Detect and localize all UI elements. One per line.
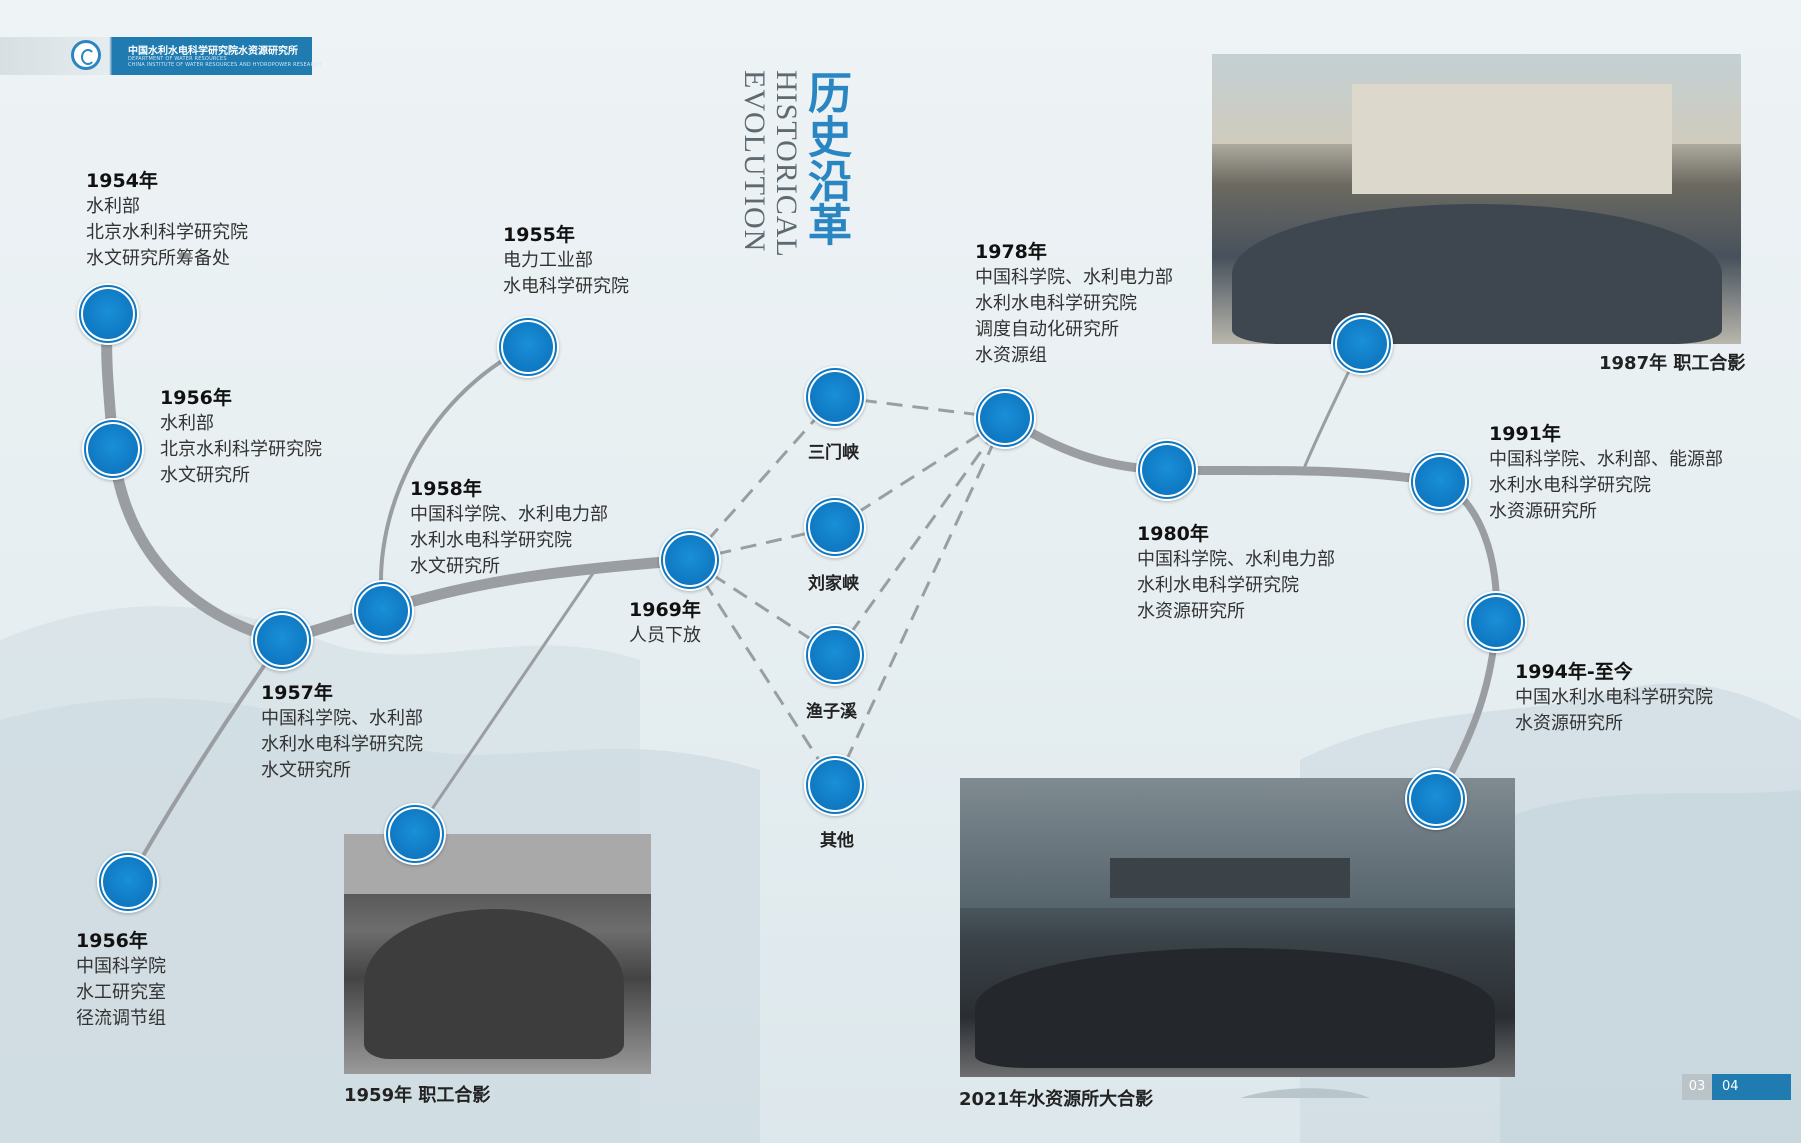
station-yuzixi: 渔子溪 — [806, 702, 857, 722]
milestone-1969: 1969年 人员下放 — [629, 597, 701, 649]
milestone-1957: 1957年 中国科学院、水利部 水利水电科学研究院 水文研究所 — [261, 680, 423, 784]
milestone-line: 水利部 — [160, 413, 214, 434]
page-title-cn: 历史沿革 — [800, 70, 851, 246]
milestone-1956a: 1956年 水利部 北京水利科学研究院 水文研究所 — [160, 385, 322, 489]
milestone-line: 水资源研究所 — [1137, 601, 1245, 622]
station-other: 其他 — [820, 831, 854, 851]
title-en-line2: EVOLUTION — [738, 70, 771, 253]
node-2021-photo — [1405, 768, 1467, 830]
station-liujiaxia: 刘家峡 — [808, 574, 859, 594]
org-name-cn: 中国水利水电科学研究院水资源研究所 — [128, 46, 298, 57]
milestone-line: 中国科学院、水利电力部 — [975, 267, 1173, 288]
milestone-line: 北京水利科学研究院 — [160, 439, 322, 460]
milestone-line: 中国科学院 — [76, 956, 166, 977]
milestone-line: 中国科学院、水利电力部 — [1137, 549, 1335, 570]
milestone-year: 1956年 — [76, 930, 148, 952]
org-name-en-line2: CHINA INSTITUTE OF WATER RESOURCES AND H… — [128, 62, 322, 68]
milestone-line: 水利水电科学研究院 — [1137, 575, 1299, 596]
photo-1987-staff — [1212, 54, 1741, 344]
milestone-1954: 1954年 水利部 北京水利科学研究院 水文研究所筹备处 — [86, 168, 248, 272]
milestone-year: 1954年 — [86, 170, 158, 192]
milestone-1991: 1991年 中国科学院、水利部、能源部 水利水电科学研究院 水资源研究所 — [1489, 421, 1723, 525]
station-sanmenxia: 三门峡 — [808, 443, 859, 463]
photo-people-shape-1959 — [364, 909, 624, 1059]
page-title-en: HISTORICAL EVOLUTION — [738, 70, 803, 258]
header-bar — [0, 37, 312, 75]
node-1959-photo — [384, 803, 446, 865]
milestone-line: 水利水电科学研究院 — [261, 734, 423, 755]
milestone-line: 水电科学研究院 — [503, 276, 629, 297]
node-1954 — [77, 283, 139, 345]
milestone-line: 电力工业部 — [503, 250, 593, 271]
milestone-line: 人员下放 — [629, 625, 701, 646]
milestone-year: 1957年 — [261, 682, 333, 704]
milestone-line: 水利水电科学研究院 — [410, 530, 572, 551]
caption-2021: 2021年水资源所大合影 — [959, 1089, 1154, 1110]
photo-people-shape-2021 — [975, 948, 1495, 1068]
milestone-line: 水利水电科学研究院 — [975, 293, 1137, 314]
milestone-1978: 1978年 中国科学院、水利电力部 水利水电科学研究院 调度自动化研究所 水资源… — [975, 239, 1173, 369]
milestone-line: 水工研究室 — [76, 982, 166, 1003]
milestone-year: 1956年 — [160, 387, 232, 409]
page-number-right: 04 — [1712, 1074, 1791, 1100]
milestone-line: 水资源研究所 — [1515, 713, 1623, 734]
node-1991 — [1409, 451, 1471, 513]
milestone-line: 中国水利水电科学研究院 — [1515, 687, 1713, 708]
institute-logo-icon — [71, 40, 101, 70]
milestone-year: 1969年 — [629, 599, 701, 621]
milestone-year: 1958年 — [410, 478, 482, 500]
milestone-line: 水文研究所 — [160, 465, 250, 486]
milestone-1955: 1955年 电力工业部 水电科学研究院 — [503, 222, 629, 300]
caption-1959: 1959年 职工合影 — [344, 1085, 491, 1106]
title-en-line1: HISTORICAL — [770, 70, 803, 258]
node-1994 — [1465, 591, 1527, 653]
node-1969 — [659, 529, 721, 591]
node-1987-photo — [1331, 313, 1393, 375]
node-sanmenxia — [804, 366, 866, 428]
milestone-1980: 1980年 中国科学院、水利电力部 水利水电科学研究院 水资源研究所 — [1137, 521, 1335, 625]
photo-2021-group — [960, 778, 1515, 1077]
node-1958 — [352, 580, 414, 642]
milestone-line: 北京水利科学研究院 — [86, 222, 248, 243]
node-liujiaxia — [804, 496, 866, 558]
milestone-line: 中国科学院、水利部 — [261, 708, 423, 729]
milestone-line: 水资源研究所 — [1489, 501, 1597, 522]
node-other — [804, 754, 866, 816]
milestone-line: 水文研究所 — [410, 556, 500, 577]
node-1957 — [251, 609, 313, 671]
milestone-line: 水利部 — [86, 196, 140, 217]
milestone-line: 水利水电科学研究院 — [1489, 475, 1651, 496]
photo-people-shape — [1232, 204, 1722, 344]
milestone-line: 水资源组 — [975, 345, 1047, 366]
milestone-year: 1994年-至今 — [1515, 661, 1633, 683]
milestone-year: 1991年 — [1489, 423, 1561, 445]
org-name-en-line1: DEPARTMENT OF WATER RESOURCES — [128, 56, 227, 62]
milestone-line: 调度自动化研究所 — [975, 319, 1119, 340]
milestone-1994: 1994年-至今 中国水利水电科学研究院 水资源研究所 — [1515, 659, 1713, 737]
photo-1959-staff — [344, 834, 651, 1074]
milestone-line: 中国科学院、水利电力部 — [410, 504, 608, 525]
node-1956a — [82, 418, 144, 480]
milestone-line: 径流调节组 — [76, 1008, 166, 1029]
page-number-left: 03 — [1682, 1074, 1712, 1100]
node-1980 — [1136, 439, 1198, 501]
node-1955 — [497, 316, 559, 378]
milestone-line: 水文研究所 — [261, 760, 351, 781]
milestone-1958: 1958年 中国科学院、水利电力部 水利水电科学研究院 水文研究所 — [410, 476, 608, 580]
milestone-year: 1955年 — [503, 224, 575, 246]
milestone-1956b: 1956年 中国科学院 水工研究室 径流调节组 — [76, 928, 166, 1032]
milestone-line: 水文研究所筹备处 — [86, 248, 230, 269]
node-1978 — [974, 387, 1036, 449]
node-1956b — [97, 851, 159, 913]
milestone-year: 1978年 — [975, 241, 1047, 263]
caption-1987: 1987年 职工合影 — [1599, 353, 1746, 374]
node-yuzixi — [804, 624, 866, 686]
milestone-line: 中国科学院、水利部、能源部 — [1489, 449, 1723, 470]
milestone-year: 1980年 — [1137, 523, 1209, 545]
